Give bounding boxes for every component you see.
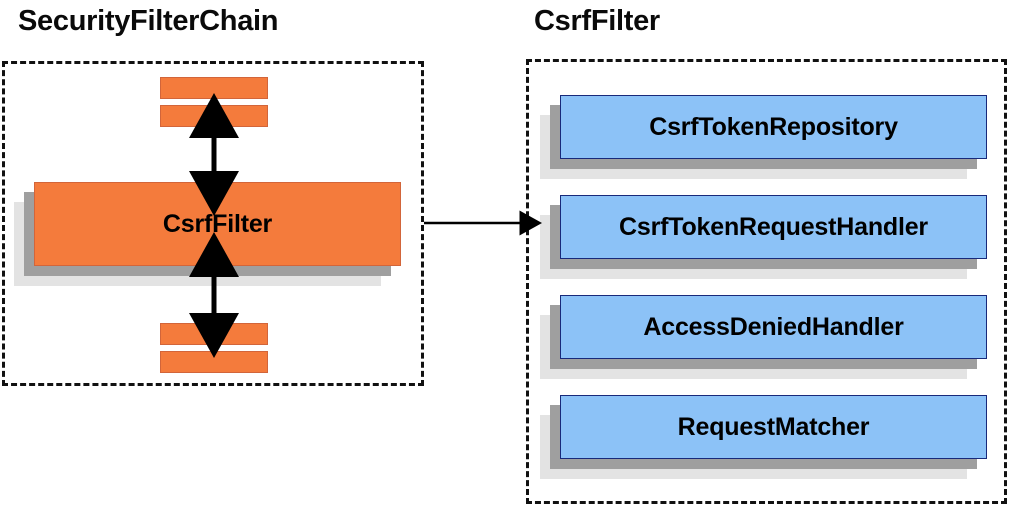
filter-bar-below-2 bbox=[160, 351, 268, 373]
collaborator-box-access-denied-handler[interactable]: AccessDeniedHandler bbox=[540, 295, 987, 379]
collaborator-box-csrf-token-request-handler[interactable]: CsrfTokenRequestHandler bbox=[540, 195, 987, 279]
filter-bar-above-1 bbox=[160, 77, 268, 99]
collaborator-box-label: AccessDeniedHandler bbox=[560, 295, 987, 359]
page-title-security-filter-chain: SecurityFilterChain bbox=[18, 5, 279, 37]
collaborator-box-label: RequestMatcher bbox=[560, 395, 987, 459]
filter-bar-below-1 bbox=[160, 323, 268, 345]
collaborator-box-request-matcher[interactable]: RequestMatcher bbox=[540, 395, 987, 479]
collaborator-box-label: CsrfTokenRepository bbox=[560, 95, 987, 159]
csrf-filter-box[interactable]: CsrfFilter bbox=[14, 182, 401, 286]
csrf-filter-detail-panel bbox=[526, 59, 1007, 504]
filter-bar-above-2 bbox=[160, 105, 268, 127]
page-title-csrf-filter: CsrfFilter bbox=[534, 5, 660, 37]
collaborator-box-label: CsrfTokenRequestHandler bbox=[560, 195, 987, 259]
collaborator-box-csrf-token-repository[interactable]: CsrfTokenRepository bbox=[540, 95, 987, 179]
security-filter-chain-panel bbox=[2, 61, 424, 386]
csrf-filter-box-label: CsrfFilter bbox=[34, 182, 401, 266]
